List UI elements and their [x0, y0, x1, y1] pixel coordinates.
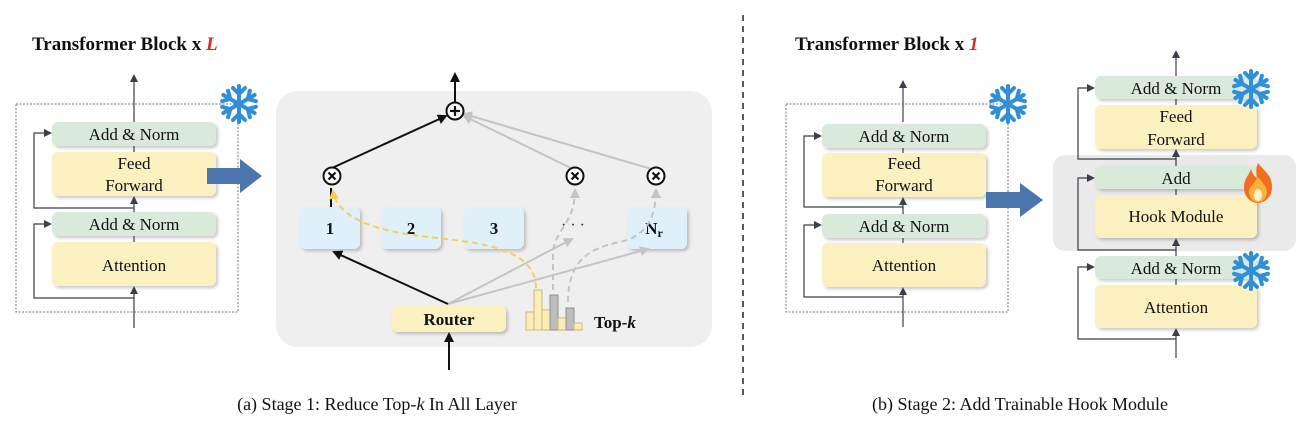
stage1-block-frame [15, 103, 239, 313]
right-arrow-icon [207, 159, 262, 193]
stage2-attention: Attention [822, 243, 986, 287]
multiply-node [322, 166, 342, 186]
svg-text:Add & Norm: Add & Norm [1131, 259, 1222, 278]
stage2-caption: (b) Stage 2: Add Trainable Hook Module [872, 394, 1168, 415]
svg-text:Add: Add [1161, 169, 1191, 188]
hooked-residual-bottom [1077, 263, 1176, 340]
svg-text:Feed: Feed [117, 154, 151, 173]
svg-text:Forward: Forward [105, 176, 163, 195]
right-arrow-icon [986, 183, 1043, 217]
svg-text:Forward: Forward [875, 176, 933, 195]
stage2-add-norm-top: Add & Norm [822, 124, 986, 148]
stage1-caption: (a) Stage 1: Reduce Top-k In All Layer [237, 394, 517, 415]
svg-text:Hook Module: Hook Module [1129, 207, 1224, 226]
fire-icon [1244, 163, 1272, 203]
svg-text:Add & Norm: Add & Norm [859, 127, 950, 146]
stage2-residual-top [803, 132, 903, 208]
svg-text:Add & Norm: Add & Norm [1131, 79, 1222, 98]
router-to-ellipsis-line [447, 238, 574, 305]
histogram-bar [533, 289, 543, 331]
svg-text:Add & Norm: Add & Norm [89, 125, 180, 144]
histogram-bar [525, 311, 535, 331]
histogram-bar [565, 307, 575, 331]
stage1-add-norm-top: Add & Norm [52, 122, 216, 146]
expert-box-nr: Nr [627, 207, 687, 249]
histogram-bar [541, 309, 551, 331]
hooked-feed-forward: Feed Forward [1095, 105, 1257, 149]
router-to-nr-line [447, 246, 650, 305]
svg-text:1: 1 [326, 219, 335, 238]
router-box: Router [392, 306, 506, 332]
multiply-node [565, 166, 585, 186]
svg-text:Add & Norm: Add & Norm [859, 217, 950, 236]
topk-label: Top-k [594, 313, 636, 332]
stage2-residual-bottom [803, 221, 903, 298]
stage1-residual-top [33, 129, 134, 209]
gray-combine-line [462, 115, 576, 171]
svg-text:Attention: Attention [102, 256, 167, 275]
gate-weight-selected-line [329, 189, 537, 289]
router-to-expert1-line [332, 250, 449, 305]
stage2-title: Transformer Block x 1 [795, 34, 978, 55]
gate-weight-line [567, 188, 661, 303]
svg-text:Feed: Feed [1159, 107, 1193, 126]
hooked-attention: Attention [1095, 285, 1257, 328]
hook-add: Add [1095, 166, 1257, 189]
sum-node [445, 101, 465, 121]
stage2-panel: Transformer Block x 1 Add & Norm Feed Fo… [785, 34, 1296, 415]
gate-weight-line [552, 188, 580, 290]
expert-box-3: 3 [464, 207, 524, 249]
stage1-residual-bottom [33, 220, 134, 299]
hooked-residual-top [1077, 84, 1176, 160]
hook-module: Hook Module [1095, 195, 1257, 238]
svg-text:2: 2 [407, 219, 416, 238]
stage1-attention: Attention [52, 242, 216, 286]
hooked-add-norm-bottom: Add & Norm [1095, 256, 1257, 279]
svg-text:3: 3 [490, 219, 499, 238]
hooked-add-norm-top: Add & Norm [1095, 76, 1257, 99]
expert-box-1: 1 [300, 207, 360, 249]
hook-residual [1077, 174, 1176, 251]
gray-combine-line [462, 111, 656, 171]
selected-combine-line [331, 114, 448, 169]
stage1-title: Transformer Block x L [32, 34, 218, 55]
stage2-feed-forward: Feed Forward [822, 153, 986, 197]
expert-ellipsis: · · · [561, 217, 585, 234]
stage1-add-norm-bottom: Add & Norm [52, 212, 216, 236]
svg-text:Router: Router [424, 310, 475, 329]
stage1-panel: Transformer Block x L Add & Norm Feed Fo… [15, 34, 712, 415]
histogram-bar [573, 322, 583, 331]
topk-histogram [525, 289, 583, 331]
multiply-node [646, 166, 666, 186]
svg-text:Attention: Attention [872, 256, 937, 275]
svg-text:Feed: Feed [887, 154, 921, 173]
stage2-add-norm-bottom: Add & Norm [822, 214, 986, 238]
svg-text:Forward: Forward [1147, 130, 1205, 149]
expert-box-2: 2 [381, 207, 441, 249]
stage1-feed-forward: Feed Forward [52, 152, 216, 196]
svg-text:Attention: Attention [1144, 298, 1209, 317]
histogram-bar [557, 317, 567, 331]
histogram-bar [549, 294, 559, 331]
svg-text:Add & Norm: Add & Norm [89, 215, 180, 234]
